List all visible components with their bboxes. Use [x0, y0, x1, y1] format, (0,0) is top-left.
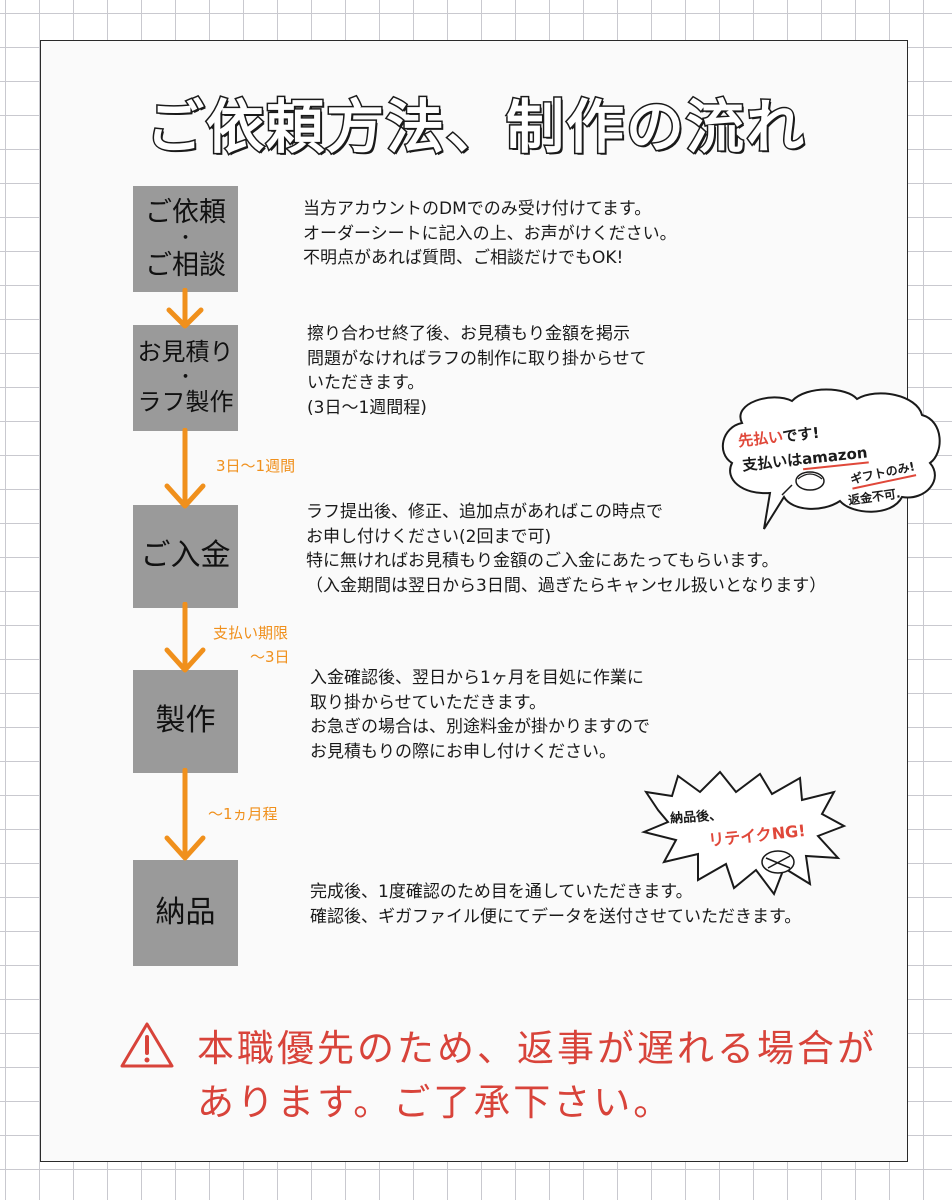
- step-label-estimate-bottom: ラフ製作: [137, 388, 234, 416]
- step-label-request-dot: ・: [176, 228, 195, 249]
- note-retake-line1: 納品後、: [669, 808, 723, 827]
- step-desc-request: 当方アカウントのDMでのみ受け付けてます。 オーダーシートに記入の上、お声がけく…: [303, 197, 677, 271]
- step-box-production: 製作: [133, 670, 238, 773]
- desc-line: オーダーシートに記入の上、お声がけください。: [303, 223, 677, 244]
- desc-line: 確認後、ギガファイル便にてデータを送付させていただきます。: [310, 906, 802, 927]
- desc-line: 不明点があれば質問、ご相談だけでもOK!: [303, 248, 624, 268]
- desc-line: お申し付けください(2回まで可): [306, 526, 552, 547]
- desc-line: お見積もりの際にお申し付けください。: [310, 741, 616, 762]
- step-desc-delivery: 完成後、1度確認のため目を通していただきます。 確認後、ギガファイル便にてデータ…: [310, 880, 801, 929]
- flow-arrow-3: [164, 602, 206, 673]
- desc-line: 当方アカウントのDMでのみ受け付けてます。: [303, 199, 652, 219]
- step-label-request-top: ご依頼: [145, 196, 226, 228]
- desc-line: お急ぎの場合は、別途料金が掛かりますので: [310, 717, 650, 737]
- note-prepay-highlight: 先払い: [737, 427, 784, 451]
- duration-payment-days: ～3日: [250, 648, 290, 666]
- desc-line: 取り掛からせていただきます。: [310, 692, 546, 713]
- step-box-request: ご依頼 ・ ご相談: [133, 186, 238, 292]
- flow-arrow-4: [164, 768, 206, 861]
- speech-bubble-retake: [640, 770, 847, 897]
- flow-arrow-2: [164, 428, 206, 509]
- warning-icon: [120, 1022, 174, 1068]
- duration-estimate: 3日～1週間: [216, 457, 296, 475]
- flow-arrow-1: [166, 288, 204, 329]
- step-label-estimate-dot: ・: [176, 367, 195, 388]
- step-box-payment: ご入金: [133, 505, 238, 608]
- warning-line1: 本職優先のため、返事が遅れる場合が: [197, 1027, 877, 1070]
- step-box-delivery: 納品: [133, 860, 238, 966]
- step-desc-production: 入金確認後、翌日から1ヶ月を目処に作業に 取り掛からせていただきます。 お急ぎの…: [310, 666, 650, 764]
- warning-line2: あります。ご了承下さい。: [197, 1081, 674, 1124]
- step-label-production: 製作: [155, 703, 216, 739]
- desc-line: (3日～1週間程): [307, 397, 427, 418]
- desc-line: 擦り合わせ終了後、お見積もり金額を掲示: [307, 324, 630, 344]
- desc-line: 入金確認後、翌日から1ヶ月を目処に作業に: [310, 668, 644, 688]
- step-desc-payment: ラフ提出後、修正、追加点があればこの時点で お申し付けください(2回まで可) 特…: [306, 500, 826, 598]
- page-title: ご依頼方法、制作の流れ: [144, 92, 806, 163]
- desc-line: 完成後、1度確認のため目を通していただきます。: [310, 882, 693, 902]
- desc-line: （入金期間は翌日から3日間、過ぎたらキャンセル扱いとなります）: [306, 575, 827, 596]
- step-desc-estimate: 擦り合わせ終了後、お見積もり金額を掲示 問題がなければラフの制作に取り掛からせて…: [307, 322, 647, 420]
- step-label-delivery: 納品: [155, 894, 216, 930]
- desc-line: いただきます。: [307, 373, 425, 393]
- speech-bubble-prepay: [722, 388, 941, 530]
- step-label-estimate-top: お見積り: [137, 338, 234, 367]
- note-prepay-suffix: です!: [781, 423, 821, 446]
- desc-line: ラフ提出後、修正、追加点があればこの時点で: [306, 502, 663, 522]
- desc-line: 問題がなければラフの制作に取り掛からせて: [307, 348, 647, 369]
- duration-payment-deadline: 支払い期限: [213, 624, 289, 642]
- desc-line: 特に無ければお見積もり金額のご入金にあたってもらいます。: [306, 551, 779, 571]
- step-label-payment: ご入金: [140, 538, 231, 574]
- step-label-request-bottom: ご相談: [145, 250, 226, 281]
- duration-production: ～1ヵ月程: [208, 805, 278, 823]
- step-box-estimate: お見積り ・ ラフ製作: [133, 325, 238, 431]
